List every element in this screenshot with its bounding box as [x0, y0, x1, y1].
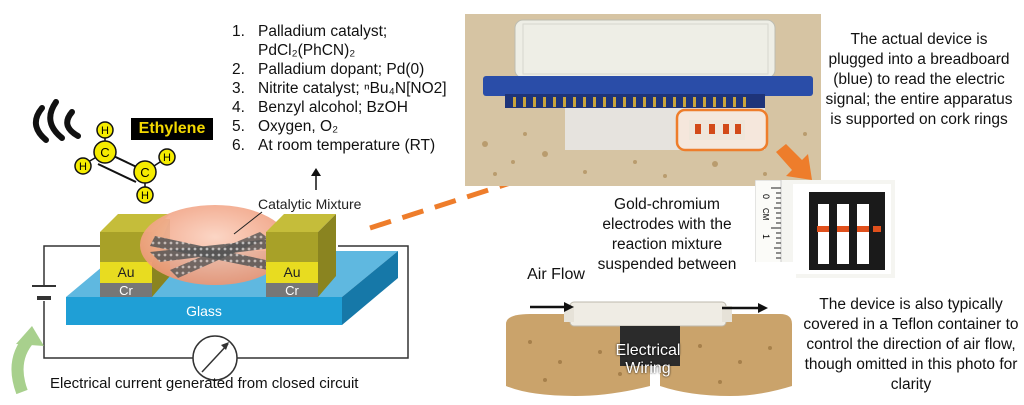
svg-text:H: H [101, 125, 109, 137]
reagent-item: 6.At room temperature (RT) [232, 137, 436, 154]
svg-text:Glass: Glass [186, 303, 222, 319]
electrode-caption: Gold-chromium electrodes with the reacti… [597, 196, 737, 273]
reagent-item: 5.Oxygen, O₂ [232, 118, 339, 135]
current-caption: Electrical current generated from closed… [50, 375, 359, 392]
svg-text:H: H [79, 161, 87, 173]
reagent-item: 2.Palladium dopant; Pd(0) [232, 61, 425, 78]
ethylene-label: Ethylene [131, 118, 213, 140]
electrode-photo-drawing: 0 CM 1 2 [755, 180, 895, 278]
svg-text:H: H [163, 152, 171, 164]
zoom-arrow-icon [776, 144, 812, 180]
ethylene-molecule: H H H H C C [74, 121, 176, 204]
circuit-wire [43, 245, 409, 359]
airflow-out-arrow-icon [722, 303, 768, 313]
svg-text:Au: Au [117, 264, 134, 280]
air-flow-label: Air Flow [527, 266, 585, 283]
reagent-item: 3.Nitrite catalyst; ⁿBu₄N[NO2] [232, 80, 447, 97]
electrode-photo: 0 CM 1 2 [755, 180, 895, 278]
svg-text:Cr: Cr [285, 283, 299, 298]
catalytic-mixture-label: Catalytic Mixture [258, 196, 362, 212]
svg-text:0: 0 [761, 194, 771, 199]
svg-text:C: C [140, 165, 149, 180]
teflon-caption: The device is also typically covered in … [803, 296, 1019, 393]
gas-flow-icon [33, 99, 81, 143]
label-pointer [233, 211, 263, 235]
reagent-item: 4.Benzyl alcohol; BzOH [232, 99, 408, 116]
battery-icon [32, 285, 56, 300]
up-arrow-icon [311, 168, 321, 190]
reagent-list: 1.Palladium catalyst;PdCl₂(PhCN)₂ 2.Pall… [232, 22, 462, 155]
wiring-label: Electrical Wiring [615, 342, 681, 377]
svg-text:CM: CM [761, 208, 770, 221]
airflow-photo-drawing [500, 262, 796, 398]
reagent-item: 1.Palladium catalyst;PdCl₂(PhCN)₂ [232, 23, 388, 59]
svg-text:1: 1 [761, 234, 771, 239]
svg-text:Au: Au [283, 264, 300, 280]
right-electrode: Au Cr [266, 214, 336, 298]
ammeter-icon [192, 335, 238, 381]
svg-text:C: C [100, 145, 109, 160]
svg-text:Cr: Cr [119, 283, 133, 298]
device-caption: The actual device is plugged into a brea… [825, 31, 1013, 128]
airflow-in-arrow-icon [530, 302, 574, 312]
catalytic-mixture-drop [140, 205, 290, 285]
device-photo-drawing [465, 14, 821, 186]
svg-text:H: H [141, 190, 149, 202]
device-photo [465, 14, 821, 186]
curved-arrow-icon [11, 326, 44, 395]
airflow-photo [500, 262, 796, 398]
sensor-schematic: H H H H C C Glass [11, 99, 409, 395]
